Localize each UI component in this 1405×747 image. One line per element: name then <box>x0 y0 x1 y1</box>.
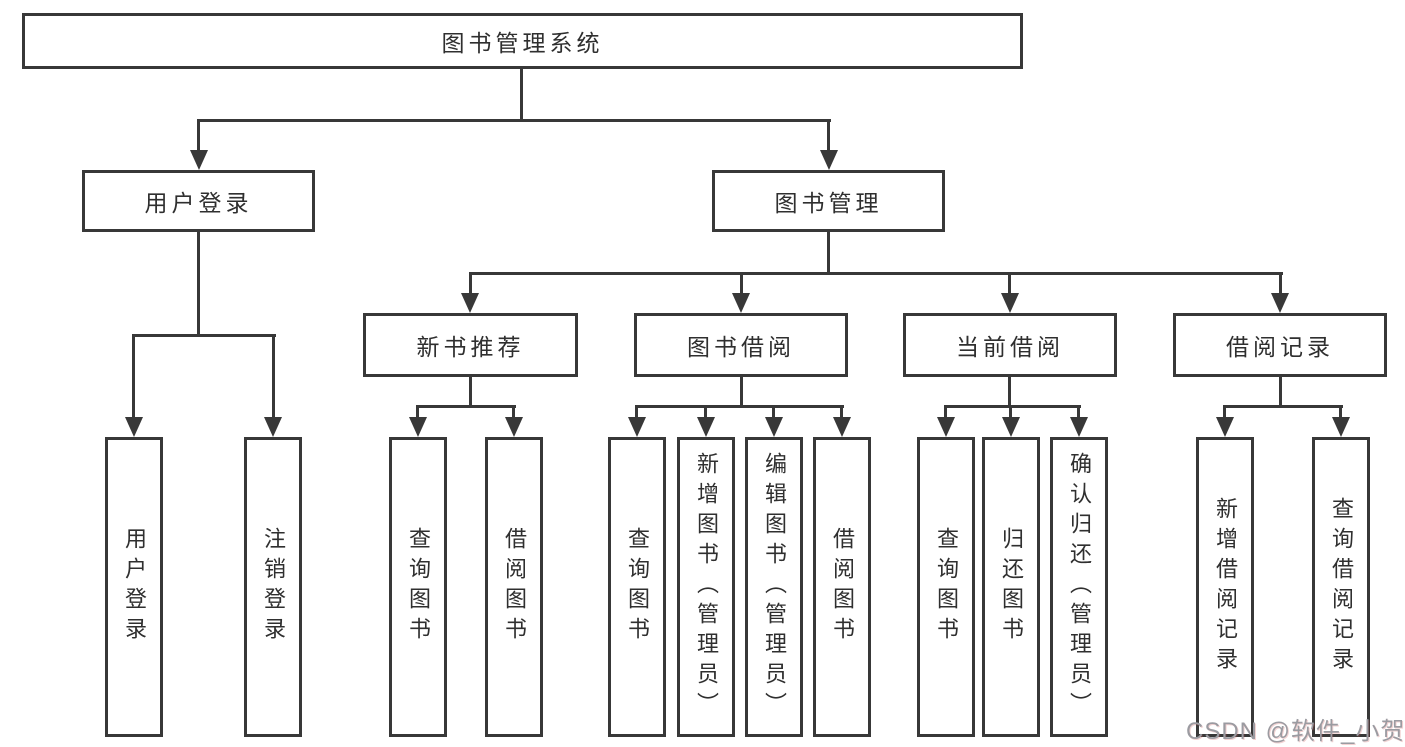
node-label: 图书借阅 <box>687 334 795 360</box>
connector-line <box>416 405 516 408</box>
connector-line <box>416 405 419 419</box>
node-label: 借阅记录 <box>1226 334 1334 360</box>
connector-line <box>1009 405 1012 419</box>
leaf-confirm-return-admin: 确认归还（管理员） <box>1050 437 1108 737</box>
connector-line <box>197 232 200 337</box>
node-book-borrowing: 图书借阅 <box>634 313 848 377</box>
node-label: 查询图书 <box>406 527 431 647</box>
connector-line <box>840 405 843 419</box>
connector-line <box>272 334 275 419</box>
node-label: 归还图书 <box>999 527 1024 647</box>
connector-line <box>704 405 707 419</box>
leaf-logout: 注销登录 <box>244 437 302 737</box>
connector-line <box>520 69 523 122</box>
node-label: 图书管理 <box>774 190 883 216</box>
node-new-book-recommend: 新书推荐 <box>363 313 578 377</box>
connector-line <box>1279 272 1282 295</box>
node-borrowing-records: 借阅记录 <box>1173 313 1387 377</box>
node-label: 新增图书（管理员） <box>694 452 719 722</box>
connector-arrowhead <box>505 417 523 437</box>
connector-arrowhead <box>190 150 208 170</box>
connector-line <box>512 405 515 419</box>
leaf-query-borrow-record: 查询借阅记录 <box>1312 437 1370 737</box>
connector-line <box>1223 405 1343 408</box>
connector-arrowhead <box>1001 293 1019 313</box>
node-label: 新书推荐 <box>416 334 525 360</box>
node-label: 确认归还（管理员） <box>1067 452 1092 722</box>
node-current-borrowing: 当前借阅 <box>903 313 1117 377</box>
connector-line <box>635 405 638 419</box>
node-label: 借阅图书 <box>830 527 855 647</box>
connector-arrowhead <box>1216 417 1234 437</box>
connector-line <box>132 334 135 419</box>
leaf-user-login: 用户登录 <box>105 437 163 737</box>
node-label: 当前借阅 <box>956 334 1064 360</box>
connector-line <box>827 119 830 153</box>
connector-line <box>944 405 1081 408</box>
node-label: 编辑图书（管理员） <box>762 452 787 722</box>
node-book-management: 图书管理 <box>712 170 945 232</box>
leaf-edit-book-admin: 编辑图书（管理员） <box>745 437 803 737</box>
node-label: 用户登录 <box>122 527 147 647</box>
connector-arrowhead <box>264 417 282 437</box>
connector-arrowhead <box>461 293 479 313</box>
connector-arrowhead <box>1070 417 1088 437</box>
connector-line <box>1008 272 1011 295</box>
connector-line <box>635 405 844 408</box>
connector-line <box>740 272 743 295</box>
connector-arrowhead <box>732 293 750 313</box>
leaf-borrow-books-borrowing: 借阅图书 <box>813 437 871 737</box>
node-label: 图书管理系统 <box>441 30 604 56</box>
connector-arrowhead <box>765 417 783 437</box>
node-user-login: 用户登录 <box>82 170 315 232</box>
connector-line <box>1008 377 1011 408</box>
connector-line <box>132 334 276 337</box>
connector-line <box>197 119 200 153</box>
node-library-system: 图书管理系统 <box>22 13 1023 69</box>
connector-line <box>1223 405 1226 419</box>
connector-line <box>469 272 472 295</box>
connector-arrowhead <box>820 150 838 170</box>
leaf-add-book-admin: 新增图书（管理员） <box>677 437 735 737</box>
leaf-query-books-borrowing: 查询图书 <box>608 437 666 737</box>
node-label: 查询图书 <box>934 527 959 647</box>
node-label: 查询图书 <box>625 527 650 647</box>
node-label: 查询借阅记录 <box>1329 497 1354 677</box>
connector-arrowhead <box>409 417 427 437</box>
connector-arrowhead <box>1332 417 1350 437</box>
connector-line <box>740 377 743 408</box>
connector-arrowhead <box>628 417 646 437</box>
connector-arrowhead <box>833 417 851 437</box>
connector-line <box>827 232 830 275</box>
connector-line <box>944 405 947 419</box>
connector-line <box>197 119 831 122</box>
leaf-query-books-current: 查询图书 <box>917 437 975 737</box>
connector-line <box>1339 405 1342 419</box>
connector-arrowhead <box>1271 293 1289 313</box>
connector-arrowhead <box>1002 417 1020 437</box>
node-label: 用户登录 <box>144 190 253 216</box>
connector-line <box>772 405 775 419</box>
node-label: 新增借阅记录 <box>1213 497 1238 677</box>
leaf-query-books-recommend: 查询图书 <box>389 437 447 737</box>
node-label: 注销登录 <box>261 527 286 647</box>
connector-arrowhead <box>697 417 715 437</box>
leaf-return-books: 归还图书 <box>982 437 1040 737</box>
connector-line <box>1077 405 1080 419</box>
leaf-borrow-books-recommend: 借阅图书 <box>485 437 543 737</box>
connector-arrowhead <box>125 417 143 437</box>
connector-line <box>469 377 472 408</box>
connector-arrowhead <box>937 417 955 437</box>
node-label: 借阅图书 <box>502 527 527 647</box>
connector-line <box>469 272 1283 275</box>
leaf-add-borrow-record: 新增借阅记录 <box>1196 437 1254 737</box>
csdn-watermark: CSDN @软件_小贺同学 <box>1186 718 1405 745</box>
connector-line <box>1279 377 1282 408</box>
